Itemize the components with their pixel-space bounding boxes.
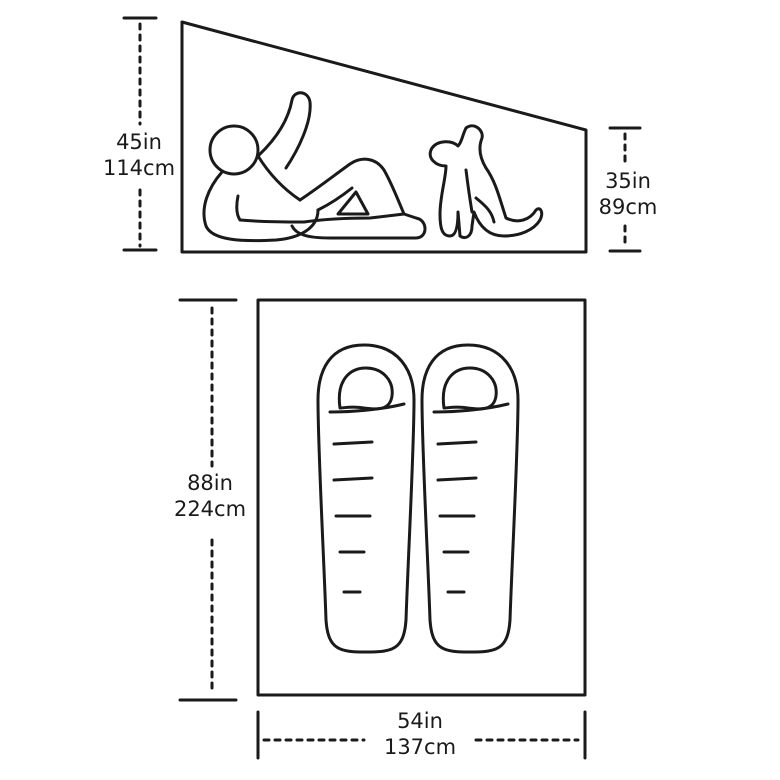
floor-length-dimension-line (178, 298, 238, 702)
end-height-dimension-line (608, 126, 642, 253)
floor-width-label: 54in 137cm (360, 708, 480, 760)
sleeping-bag-icon (420, 343, 520, 654)
peak-height-metric: 114cm (102, 156, 176, 180)
person-reclining-icon (202, 91, 427, 243)
end-height-label: 35in 89cm (588, 168, 668, 220)
sleeping-bag-icon (316, 343, 416, 654)
end-height-imperial: 35in (605, 169, 651, 193)
end-height-metric: 89cm (598, 195, 658, 219)
floor-length-metric: 224cm (173, 497, 247, 521)
peak-height-label: 45in 114cm (96, 129, 182, 181)
peak-height-imperial: 45in (116, 130, 162, 154)
floor-width-imperial: 54in (397, 709, 443, 733)
floor-width-metric: 137cm (383, 735, 457, 759)
floor-length-imperial: 88in (187, 471, 233, 495)
floor-length-label: 88in 224cm (160, 470, 260, 522)
side-profile-outline (180, 20, 588, 254)
dog-sitting-icon (428, 124, 544, 240)
peak-height-dimension-line (122, 16, 158, 252)
floor-plan-outline (256, 298, 587, 697)
floor-width-dimension-line (256, 710, 587, 760)
